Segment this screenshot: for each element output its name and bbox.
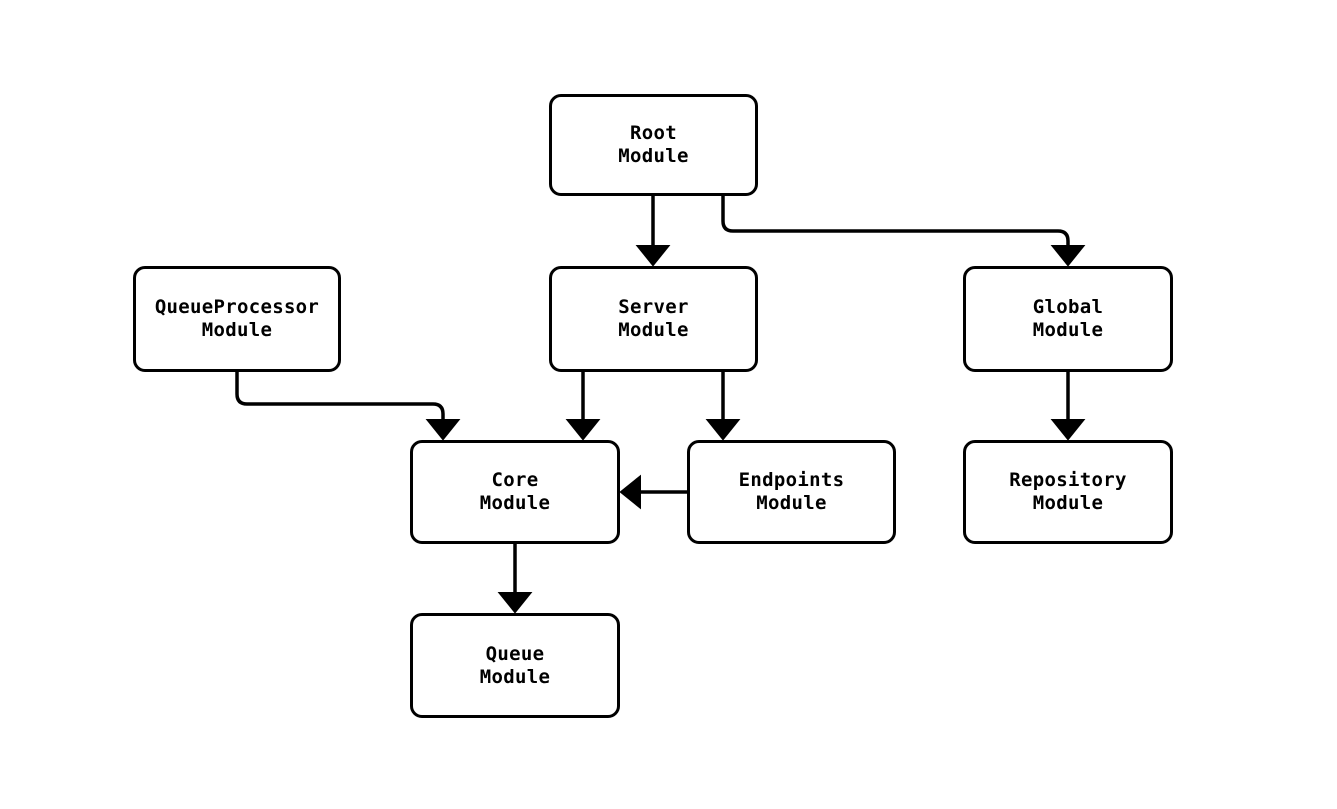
node-repository-module[interactable]: Repository Module xyxy=(963,440,1173,544)
edge-root-to-global xyxy=(721,196,1086,267)
node-global-module-label: Global Module xyxy=(1032,296,1104,341)
node-queue-module[interactable]: Queue Module xyxy=(410,613,620,718)
node-core-module[interactable]: Core Module xyxy=(410,440,620,544)
node-queueprocessor-module-label: QueueProcessor Module xyxy=(154,296,320,341)
node-global-module[interactable]: Global Module xyxy=(963,266,1173,372)
node-endpoints-module-label: Endpoints Module xyxy=(738,469,845,514)
node-core-module-label: Core Module xyxy=(479,469,551,514)
node-root-module-label: Root Module xyxy=(618,122,689,167)
node-server-module-label: Server Module xyxy=(618,296,689,341)
node-endpoints-module[interactable]: Endpoints Module xyxy=(687,440,896,544)
edge-queueprocessor-to-core xyxy=(235,372,461,441)
node-root-module[interactable]: Root Module xyxy=(549,94,758,196)
node-repository-module-label: Repository Module xyxy=(1009,469,1127,514)
node-queue-module-label: Queue Module xyxy=(479,642,551,688)
node-queueprocessor-module[interactable]: QueueProcessor Module xyxy=(133,266,341,372)
node-server-module[interactable]: Server Module xyxy=(549,266,758,372)
